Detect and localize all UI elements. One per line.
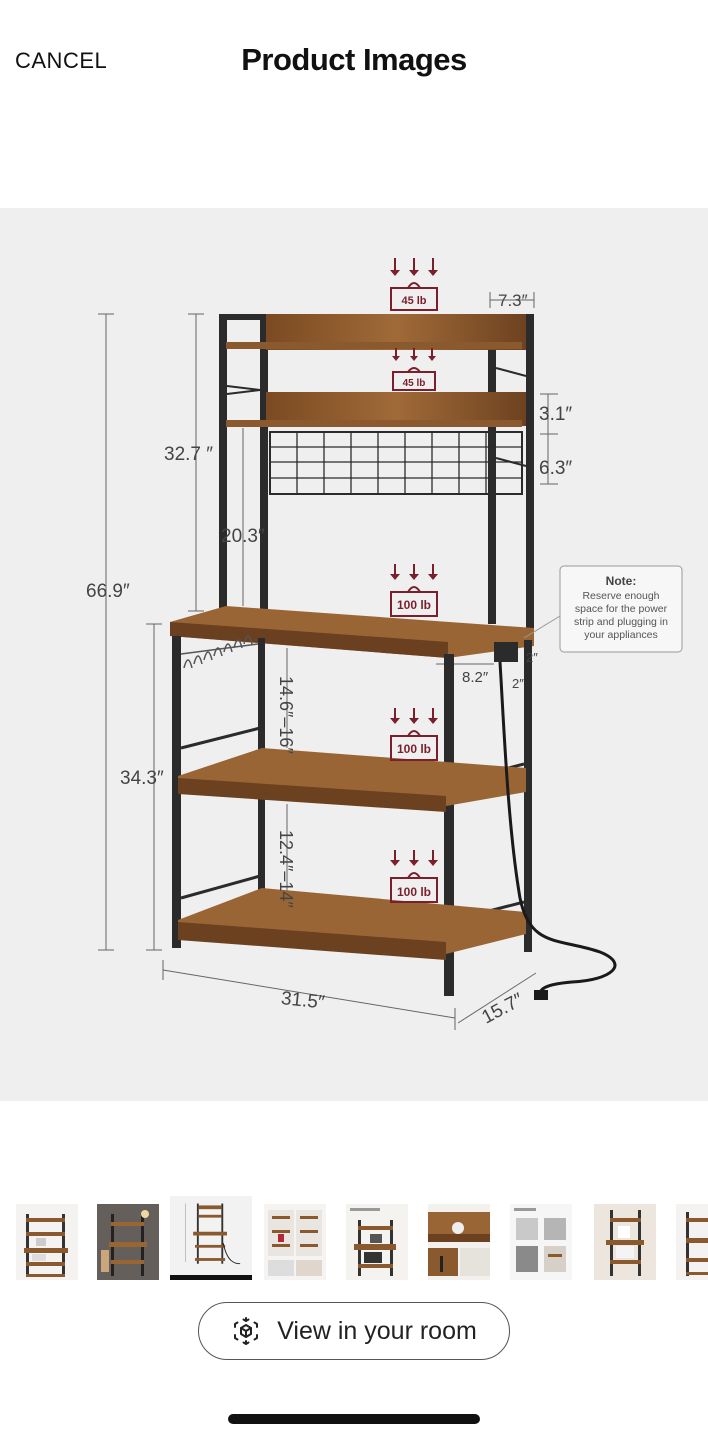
load-label: 45 lb	[401, 295, 426, 307]
thumbnail-3[interactable]	[170, 1196, 252, 1280]
dim-outlet-b: 2″	[526, 650, 538, 665]
cube-ar-icon	[231, 1316, 261, 1346]
note-title: Note:	[606, 574, 637, 588]
thumbnail-strip	[0, 1196, 708, 1288]
dim-shelf-gap-a: 3.1″	[539, 404, 572, 425]
thumbnail-6[interactable]	[428, 1204, 490, 1280]
thumbnail-5[interactable]	[346, 1204, 408, 1280]
dim-shelf-gap-b: 6.3″	[539, 458, 572, 479]
view-in-room-button[interactable]: View in your room	[198, 1302, 510, 1360]
cancel-button[interactable]: CANCEL	[15, 48, 108, 73]
thumbnail-7[interactable]	[510, 1204, 572, 1280]
weight-arrows	[390, 258, 438, 903]
dim-bottom-gap: 12.4″–14″	[276, 830, 296, 908]
dim-lower-height: 34.3″	[120, 768, 164, 789]
dim-outlet-a: 8.2″	[462, 669, 489, 686]
note-line: your appliances	[584, 629, 658, 641]
dim-mid-gap: 14.6″–16″	[276, 676, 296, 754]
thumbnail-8[interactable]	[594, 1204, 656, 1280]
home-indicator[interactable]	[228, 1414, 480, 1424]
note-box: Note: Reserve enough space for the power…	[523, 565, 683, 653]
dim-top-depth: 7.3″	[498, 291, 528, 310]
load-label: 100 lb	[397, 742, 431, 756]
dim-width: 31.5″	[280, 988, 326, 1013]
view-in-room-label: View in your room	[277, 1316, 477, 1345]
load-label: 100 lb	[397, 885, 431, 899]
load-label: 100 lb	[397, 598, 431, 612]
load-label: 45 lb	[403, 378, 426, 389]
note-line: space for the power	[575, 603, 668, 615]
bakers-rack-diagram: 45 lb 45 lb 100 lb 100 lb 100 lb 66.9″ 3…	[86, 258, 683, 1030]
thumbnail-1[interactable]	[16, 1204, 78, 1280]
dim-inner-upper: 20.3″	[221, 526, 265, 547]
dim-upper-height: 32.7 ″	[164, 444, 213, 465]
note-line: strip and plugging in	[574, 616, 668, 628]
note-line: Reserve enough	[582, 590, 659, 602]
dim-height-total: 66.9″	[86, 581, 130, 602]
dim-outlet-c: 2″	[512, 676, 524, 691]
dim-depth: 15.7″	[478, 989, 527, 1028]
thumbnail-4[interactable]	[264, 1204, 326, 1280]
thumbnail-2[interactable]	[97, 1204, 159, 1280]
page-title: Product Images	[241, 42, 467, 77]
top-bar: CANCEL Product Images	[0, 0, 708, 120]
product-image[interactable]: 45 lb 45 lb 100 lb 100 lb 100 lb 66.9″ 3…	[0, 208, 708, 1101]
thumbnail-9[interactable]	[676, 1204, 708, 1280]
